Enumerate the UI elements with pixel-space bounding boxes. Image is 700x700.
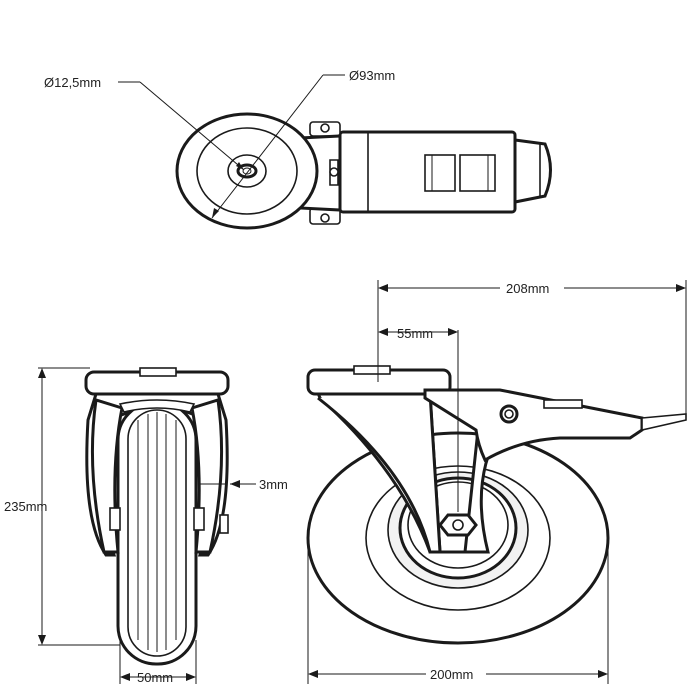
height-arrow-top <box>38 368 46 378</box>
pedal-tip <box>513 138 552 204</box>
length-arrow-right <box>676 284 686 292</box>
brake-arm-slot <box>543 399 583 409</box>
top-view: Ø12,5mm Ø93mm <box>44 68 552 230</box>
wheel-diameter-label: 200mm <box>430 667 473 682</box>
top-wheel-axle-inner <box>242 167 252 175</box>
offset-arrow-right <box>448 328 458 336</box>
axle-nut-left <box>109 507 121 531</box>
wheel-leader <box>211 74 324 219</box>
clearance-arrow <box>230 480 240 488</box>
brake-pedal <box>641 413 687 432</box>
height-label: 235mm <box>4 499 47 514</box>
top-bolt-upper-head <box>320 123 330 133</box>
diam-arrow-left <box>308 670 318 678</box>
side-plate-bolt <box>353 365 391 375</box>
brake-arm <box>423 388 644 463</box>
axle-leader <box>139 81 245 171</box>
offset-arrow-left <box>378 328 388 336</box>
wheel-arrow <box>212 208 219 218</box>
top-bolt-lower-head <box>320 213 330 223</box>
offset-label: 55mm <box>397 326 433 341</box>
length-arrow-left <box>378 284 388 292</box>
length-label-bg <box>500 279 564 297</box>
fork-bridge <box>118 399 196 413</box>
axle-bolt-end <box>219 514 229 534</box>
height-arrow-bottom <box>38 635 46 645</box>
wheel-diameter-top-label: Ø93mm <box>349 68 395 83</box>
grip-slot-left <box>424 154 456 192</box>
width-arrow-left <box>120 673 130 681</box>
axle-nut-right <box>193 507 205 531</box>
axle-arrow <box>236 162 244 170</box>
grip-slot-right <box>459 154 496 192</box>
axle-hex-center <box>452 519 464 531</box>
top-plate-hole <box>329 167 339 177</box>
width-label: 50mm <box>137 670 173 685</box>
axle-diameter-label: Ø12,5mm <box>44 75 101 90</box>
side-view: 55mm 208mm 200mm <box>306 279 687 684</box>
length-label: 208mm <box>506 281 549 296</box>
front-view: 235mm 50mm 3mm <box>4 367 288 685</box>
front-plate-bolt <box>139 367 177 377</box>
clearance-label: 3mm <box>259 477 288 492</box>
side-fork-edge <box>317 392 442 554</box>
diam-label-bg <box>426 665 486 683</box>
diam-arrow-right <box>598 670 608 678</box>
brake-pivot-inner <box>504 409 514 419</box>
width-arrow-right <box>186 673 196 681</box>
